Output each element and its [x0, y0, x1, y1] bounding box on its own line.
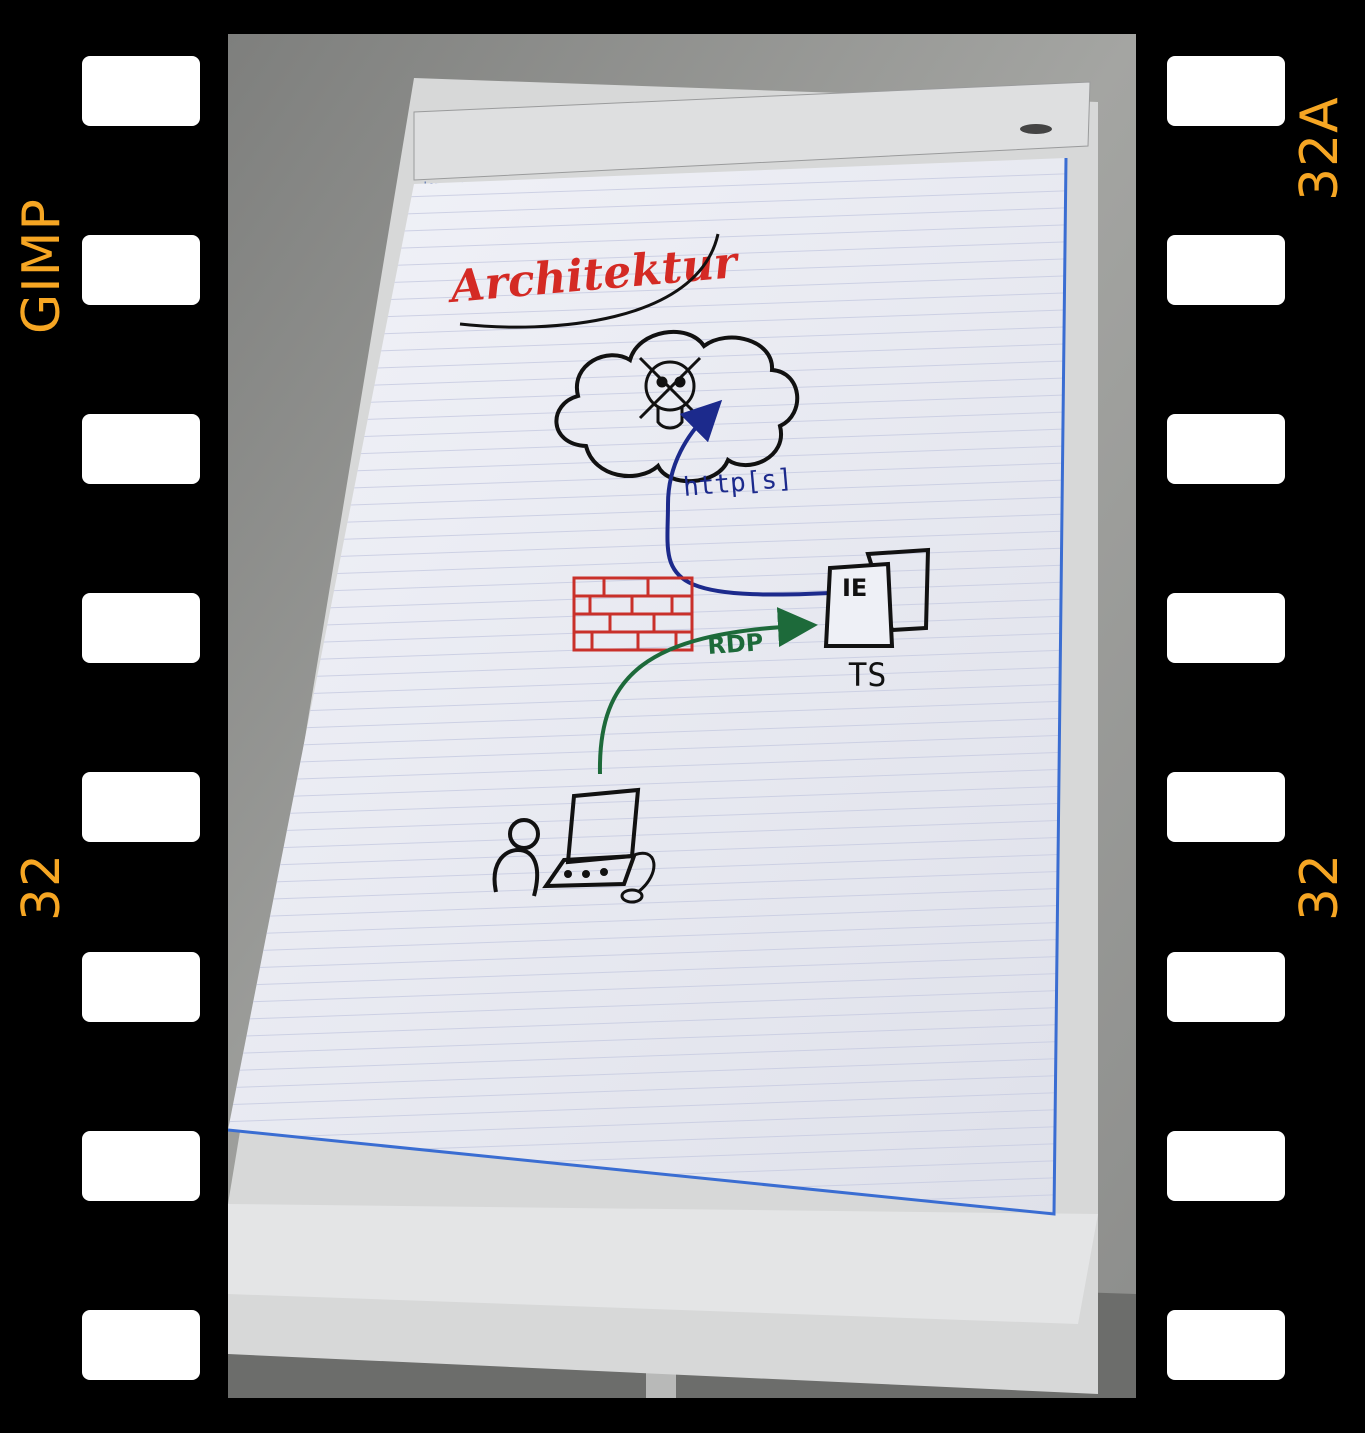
sprocket-hole: [1167, 414, 1285, 484]
film-label-frame-right-top: 32A: [1290, 96, 1350, 201]
film-label-frame-left: 32: [12, 852, 72, 922]
clamp-slot: [1020, 124, 1052, 134]
sprocket-hole: [1167, 235, 1285, 305]
sprocket-hole: [1167, 56, 1285, 126]
sprocket-hole: [1167, 1131, 1285, 1201]
sprocket-hole: [82, 772, 200, 842]
user-icon: [492, 818, 540, 897]
mouse-icon: [620, 851, 656, 904]
sprocket-hole: [1167, 1310, 1285, 1380]
clamp-bar: [413, 81, 1091, 181]
sprocket-hole: [82, 414, 200, 484]
rdp-label: RDP: [706, 628, 764, 660]
http-arrow: [665, 399, 849, 597]
sprocket-hole: [1167, 952, 1285, 1022]
title-swoosh-icon: [459, 233, 720, 329]
sprocket-hole: [1167, 772, 1285, 842]
paper-lines: [228, 158, 1066, 1214]
rdp-arrow: [597, 607, 818, 775]
paper-edge: [228, 157, 1068, 1216]
sprocket-hole: [1167, 593, 1285, 663]
easel-tray: [228, 1204, 1098, 1324]
sprocket-hole: [82, 1310, 200, 1380]
film-label-frame-right: 32: [1290, 852, 1350, 922]
sprocket-hole: [82, 56, 200, 126]
sprocket-hole: [82, 593, 200, 663]
sprocket-hole: [82, 952, 200, 1022]
film-label-gimp: GIMP: [12, 198, 72, 334]
sprocket-hole: [82, 1131, 200, 1201]
firewall-icon: [572, 576, 694, 652]
cloud-icon: [554, 330, 800, 484]
flipchart-photo: Legamaster Architektur http[s]: [228, 34, 1136, 1398]
sprocket-hole: [82, 235, 200, 305]
server-icon: [823, 547, 931, 648]
server-ie-label: IE: [842, 574, 867, 602]
server-name-label: TS: [848, 656, 887, 694]
